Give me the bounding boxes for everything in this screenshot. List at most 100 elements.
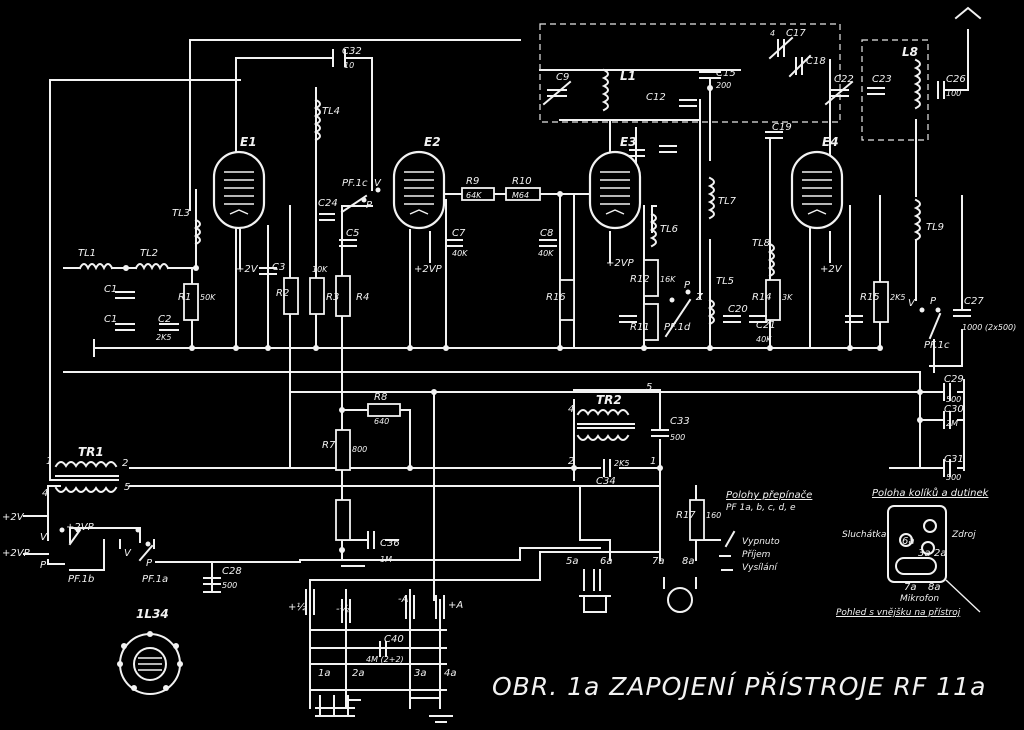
svg-text:1a: 1a	[318, 668, 331, 679]
capacitor-c18	[788, 54, 812, 78]
svg-text:P: P	[366, 200, 373, 211]
svg-text:C18: C18	[806, 56, 826, 67]
svg-text:C33: C33	[670, 416, 690, 427]
svg-text:100: 100	[946, 89, 961, 98]
svg-text:800: 800	[352, 445, 367, 454]
svg-text:C20: C20	[728, 304, 748, 315]
inductor-tl5	[707, 298, 715, 326]
svg-text:2K5: 2K5	[890, 293, 905, 302]
svg-text:R1: R1	[178, 292, 191, 303]
svg-text:+2V: +2V	[2, 512, 25, 523]
svg-text:5a: 5a	[566, 556, 579, 567]
svg-text:C15: C15	[716, 68, 736, 79]
svg-text:C34: C34	[596, 476, 616, 487]
svg-text:TL8: TL8	[752, 238, 770, 249]
resistor-r15	[873, 281, 889, 323]
svg-text:+2VP: +2VP	[2, 548, 31, 559]
svg-text:16K: 16K	[660, 275, 676, 284]
svg-text:R11: R11	[630, 322, 650, 333]
svg-text:500: 500	[946, 473, 961, 482]
svg-text:+A: +A	[448, 600, 463, 611]
svg-text:R10: R10	[512, 176, 532, 187]
svg-text:P: P	[684, 280, 691, 291]
switch-legend-receive: Příjem	[742, 550, 771, 560]
tube-1l34-base	[117, 631, 183, 695]
capacitor-c13	[629, 149, 645, 157]
svg-text:4: 4	[770, 29, 775, 38]
inductor-tl9	[913, 198, 921, 242]
svg-text:2a: 2a	[352, 668, 365, 679]
svg-text:200: 200	[716, 81, 731, 90]
socket-legend-view: Pohled s vnějšku na přístroj	[836, 608, 961, 618]
svg-text:C2: C2	[158, 314, 171, 325]
svg-text:P: P	[40, 560, 47, 571]
capacitor-c5	[339, 239, 357, 247]
svg-text:10K: 10K	[312, 265, 328, 274]
socket-legend-right: Zdroj	[952, 530, 976, 540]
capacitor-c30-low	[845, 315, 863, 323]
capacitor-c9-variable	[542, 80, 572, 106]
svg-text:C27: C27	[964, 296, 984, 307]
resistor-r2	[283, 277, 299, 315]
svg-text:64K: 64K	[466, 191, 482, 200]
legend-switch-glyphs	[719, 530, 736, 571]
svg-text:C5: C5	[346, 228, 359, 239]
svg-text:R7: R7	[322, 440, 336, 451]
svg-text:R12: R12	[630, 274, 650, 285]
tube-e1-label: E1	[240, 135, 257, 149]
svg-text:C23: C23	[872, 74, 892, 85]
capacitor-c12	[679, 99, 697, 107]
svg-text:40K: 40K	[452, 249, 468, 258]
capacitor-c33	[651, 429, 669, 437]
svg-text:R9: R9	[466, 176, 479, 187]
capacitor-c24	[319, 213, 335, 221]
svg-text:Z: Z	[695, 292, 704, 303]
socket-view	[887, 505, 981, 613]
capacitor-c20	[723, 315, 741, 323]
svg-text:TR1: TR1	[78, 445, 104, 459]
svg-text:C22: C22	[834, 74, 854, 85]
svg-text:4M (2+2): 4M (2+2)	[366, 655, 404, 664]
capacitor-c16	[699, 71, 721, 79]
svg-text:R14: R14	[752, 292, 772, 303]
svg-text:+½: +½	[288, 601, 306, 613]
svg-text:2K5: 2K5	[614, 459, 629, 468]
svg-text:C3: C3	[272, 262, 285, 273]
svg-text:R3: R3	[326, 292, 339, 303]
capacitor-c31	[943, 459, 951, 477]
svg-text:1000 (2x500): 1000 (2x500)	[962, 323, 1016, 332]
inductor-tl4	[313, 98, 321, 142]
tube-e1: E1	[212, 135, 266, 230]
svg-text:C1: C1	[104, 314, 117, 325]
svg-text:4: 4	[42, 488, 48, 499]
svg-text:V: V	[124, 548, 132, 559]
svg-text:C36: C36	[380, 538, 400, 549]
svg-text:1L34: 1L34	[136, 607, 169, 621]
resistor-r9	[461, 187, 495, 201]
capacitor-c7	[445, 239, 463, 247]
svg-text:V: V	[40, 532, 48, 543]
svg-text:PF.1c: PF.1c	[342, 178, 368, 189]
svg-text:C31: C31	[944, 454, 964, 465]
svg-text:C12: C12	[646, 92, 666, 103]
svg-text:TL1: TL1	[78, 248, 96, 259]
svg-text:40K: 40K	[538, 249, 554, 258]
capacitor-c1	[115, 291, 135, 299]
svg-text:C40: C40	[384, 634, 404, 645]
svg-text:3a: 3a	[414, 668, 427, 679]
svg-text:R8: R8	[374, 392, 387, 403]
capacitor-c22-variable	[824, 80, 854, 106]
capacitor-c19	[765, 131, 783, 139]
svg-text:C9: C9	[556, 72, 569, 83]
svg-text:PF.1d: PF.1d	[664, 322, 691, 333]
tube-e2-label: E2	[424, 135, 441, 149]
junction-dots	[123, 85, 923, 553]
svg-text:R4: R4	[356, 292, 369, 303]
svg-text:C26: C26	[946, 74, 966, 85]
inductor-l8	[913, 58, 921, 110]
capacitors	[115, 36, 971, 657]
svg-text:2a: 2a	[934, 548, 947, 559]
svg-text:2K5: 2K5	[156, 333, 171, 342]
svg-text:C29: C29	[944, 374, 964, 385]
component-labels: C32 10 C17 4 C18 C9 L1 C15 200 C22 C23 L…	[68, 28, 1016, 664]
